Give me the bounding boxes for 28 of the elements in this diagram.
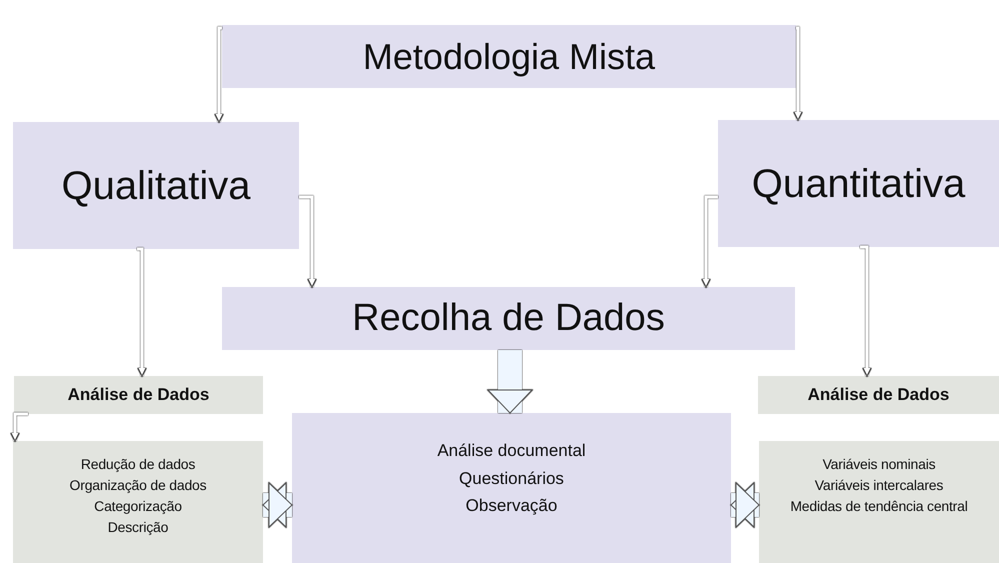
- process-box: [222, 287, 795, 350]
- process-box: [13, 122, 299, 249]
- header-text: Análise de Dados: [68, 385, 210, 405]
- list-item: Observação: [466, 496, 558, 516]
- arrow: [137, 248, 146, 376]
- arrow: [860, 246, 872, 376]
- list-item: Categorização: [94, 498, 182, 514]
- list-item: Análise documental: [437, 441, 586, 461]
- list-item: Questionários: [459, 468, 564, 488]
- process-box: [759, 441, 999, 563]
- node-title: Metodologia Mista: [362, 36, 656, 78]
- arrow: [10, 412, 28, 442]
- list-item: Descrição: [108, 519, 168, 536]
- process-box: [718, 120, 999, 247]
- process-box: [13, 441, 263, 563]
- header-box: [14, 376, 263, 414]
- list-item: Redução de dados: [80, 456, 196, 472]
- header-text: Análise de Dados: [808, 385, 950, 405]
- list-item: Medidas de tendência central: [790, 498, 968, 514]
- node-title: Qualitativa: [62, 162, 250, 208]
- node-title: Recolha de Dados: [352, 296, 665, 340]
- header-box: [758, 376, 999, 414]
- list-item: Variáveis nominais: [822, 456, 936, 472]
- node-title: Quantitativa: [752, 160, 966, 206]
- process-box: [222, 25, 796, 88]
- list-item: Variáveis intercalares: [814, 477, 944, 494]
- process-box: [292, 413, 731, 563]
- list-item: Organização de dados: [70, 477, 206, 494]
